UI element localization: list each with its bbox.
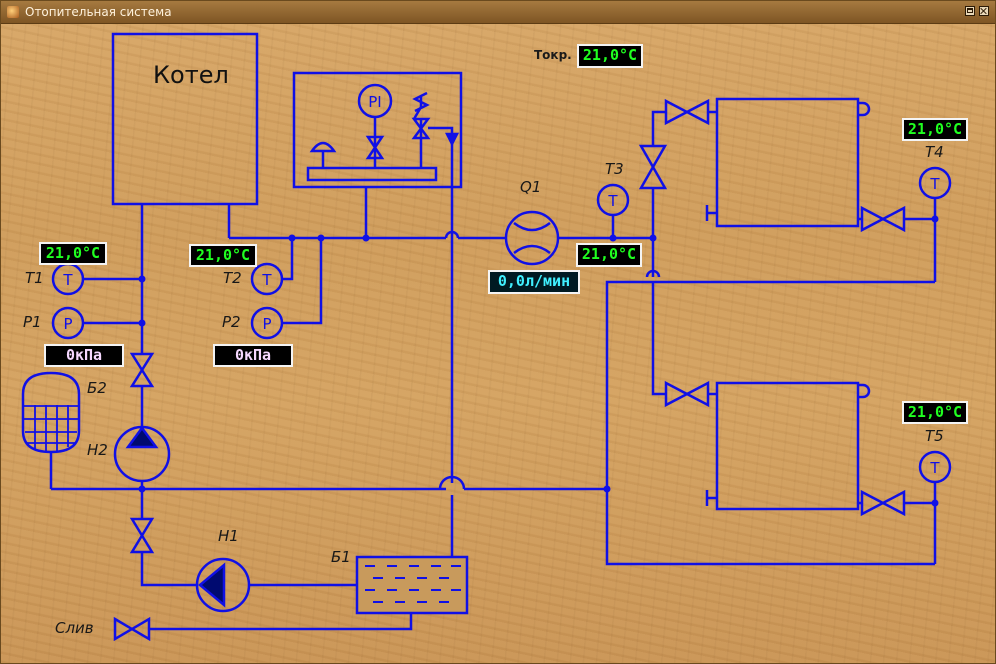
outdoor-temp-display: 21,0°C — [577, 44, 643, 68]
t4-label: T4 — [925, 143, 944, 161]
t5-symbol: T — [929, 459, 940, 477]
t4-display: 21,0°C — [902, 118, 968, 141]
pressure-gauge-pi[interactable] — [357, 83, 393, 119]
air-vent-icon — [309, 141, 337, 153]
radiator1-air-vent-icon — [858, 101, 871, 117]
t3-display: 21,0°C — [576, 243, 642, 267]
makeup-valve[interactable] — [129, 517, 155, 554]
boiler[interactable] — [111, 32, 259, 206]
safety-group — [292, 71, 463, 189]
t5-display: 21,0°C — [902, 401, 968, 424]
t2-symbol: T — [261, 271, 272, 289]
p2-display: 0кПа — [213, 344, 293, 367]
radiator1-plug-icon — [705, 205, 717, 221]
radiator1-inlet-valve[interactable] — [664, 98, 710, 126]
temp-sensor-t3[interactable] — [596, 183, 630, 217]
maximize-button[interactable] — [965, 6, 975, 16]
pressure-sensor-p1[interactable] — [51, 306, 85, 340]
t2-display: 21,0°C — [189, 244, 257, 267]
radiator-2[interactable] — [715, 381, 860, 511]
radiator1-outlet-valve[interactable] — [860, 205, 906, 233]
flowmeter-q1[interactable] — [504, 210, 560, 266]
drain-valve[interactable] — [113, 616, 151, 642]
pressure-sensor-p2[interactable] — [250, 306, 284, 340]
t1-symbol: T — [62, 271, 73, 289]
pump-h2-arrow-icon — [125, 425, 159, 449]
radiator2-outlet-valve[interactable] — [860, 489, 906, 517]
b1-label: Б1 — [331, 548, 351, 566]
b2-label: Б2 — [87, 379, 107, 397]
flowmeter-icon — [513, 221, 551, 255]
t1-display: 21,0°C — [39, 242, 107, 265]
temp-sensor-t4[interactable] — [918, 166, 952, 200]
title-bar[interactable]: Отопительная система — [1, 1, 995, 24]
radiator-1[interactable] — [715, 97, 860, 228]
pi-gauge-symbol: PI — [368, 93, 381, 111]
p2-label: P2 — [222, 313, 241, 331]
app-icon — [7, 6, 19, 18]
p1-label: P1 — [23, 313, 42, 331]
t4-symbol: T — [929, 175, 940, 193]
radiator2-inlet-valve[interactable] — [664, 380, 710, 408]
drain-label: Слив — [55, 619, 94, 637]
window-title: Отопительная система — [25, 5, 172, 19]
t3-symbol: T — [607, 192, 618, 210]
temp-sensor-t5[interactable] — [918, 450, 952, 484]
expansion-tank-b2[interactable] — [21, 371, 81, 454]
close-button[interactable] — [979, 6, 989, 16]
p2-symbol: P — [262, 315, 271, 333]
t2-label: T2 — [223, 269, 242, 287]
gauge-valve-icon[interactable] — [365, 135, 385, 160]
radiator2-air-vent-icon — [858, 383, 871, 399]
discharge-arrow-icon — [444, 132, 460, 147]
t5-label: T5 — [925, 427, 944, 445]
h1-label: H1 — [218, 527, 239, 545]
h2-label: H2 — [87, 441, 108, 459]
flowmeter-display: 0,0л/мин — [488, 270, 580, 294]
outdoor-temp-label: Токр. — [534, 48, 572, 62]
p1-symbol: P — [63, 315, 72, 333]
boiler-label: Котел — [153, 61, 229, 89]
temp-sensor-t2[interactable] — [250, 262, 284, 296]
radiator2-plug-icon — [705, 490, 717, 506]
upper-riser-valve[interactable] — [638, 144, 668, 190]
flowmeter-label: Q1 — [520, 178, 542, 196]
t3-label: T3 — [605, 160, 624, 178]
p1-display: 0кПа — [44, 344, 124, 367]
safety-valve-icon[interactable] — [411, 117, 431, 140]
safety-manifold — [306, 166, 438, 182]
safety-spring-icon — [412, 91, 430, 120]
t1-label: T1 — [25, 269, 44, 287]
pump-h1-arrow-icon — [198, 562, 226, 608]
boiler-return-valve[interactable] — [129, 352, 155, 388]
